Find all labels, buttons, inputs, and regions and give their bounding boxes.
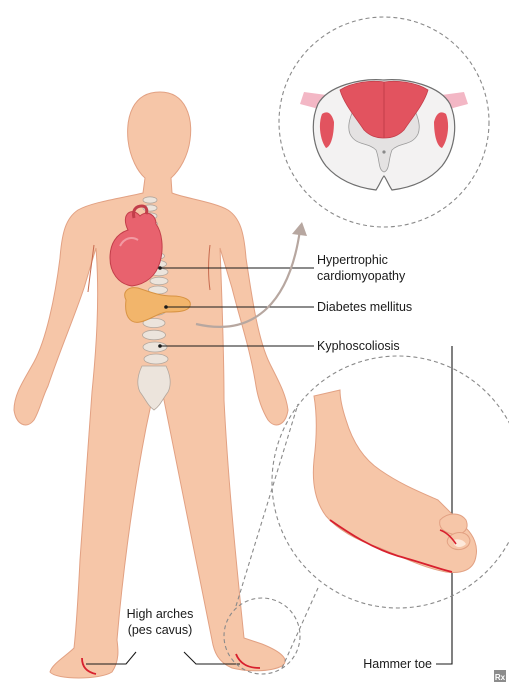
label-kyphoscoliosis: Kyphoscoliosis xyxy=(317,339,400,353)
central-canal xyxy=(382,150,385,153)
label-cardiomyopathy-line2: cardiomyopathy xyxy=(317,269,406,283)
zoom-connector-top xyxy=(236,404,298,606)
leader-hcm-dot xyxy=(158,266,162,270)
rx-logo-icon: Rx xyxy=(494,670,506,682)
label-high-arches-line1: High arches xyxy=(127,607,194,621)
spinal-cord-cross-section-icon xyxy=(300,80,468,190)
label-hypertrophic-line1: Hypertrophic xyxy=(317,253,388,267)
rx-logo-text: Rx xyxy=(495,673,506,682)
zoom-connector-bottom xyxy=(282,588,318,668)
vertebra xyxy=(143,197,157,203)
zoom-arrow-head xyxy=(292,222,307,236)
label-hammer-toe: Hammer toe xyxy=(363,657,432,671)
label-pes-cavus-line2: (pes cavus) xyxy=(128,623,193,637)
vertebra xyxy=(143,342,167,352)
vertebra xyxy=(144,354,168,364)
vertebra xyxy=(150,277,168,285)
label-diabetes-mellitus: Diabetes mellitus xyxy=(317,300,412,314)
vertebra xyxy=(143,330,166,340)
leader-kypho-dot xyxy=(158,344,162,348)
leader-diabetes-dot xyxy=(164,305,168,309)
